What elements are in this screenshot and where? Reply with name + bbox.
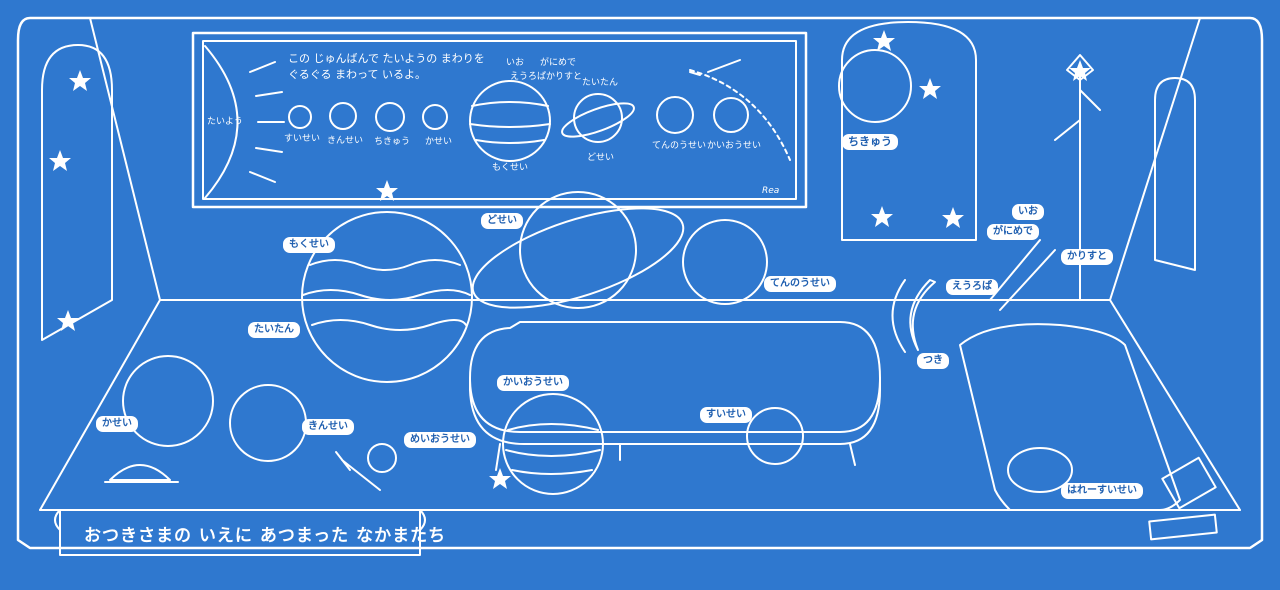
chart-label-earth: ちきゅう <box>374 137 411 147</box>
chart-label-saturn: どせい <box>587 153 615 163</box>
chart-caption-line2: ぐるぐる まわって いるよ。 <box>288 68 427 81</box>
chart-label-io: いお <box>506 58 525 68</box>
chart-label-mars: かせい <box>425 137 453 147</box>
chart-caption-line1: この じゅんばんで たいようの まわりを <box>288 52 485 65</box>
tag-ganymede: がにめで <box>987 224 1039 240</box>
chart-signature: Rea <box>762 186 780 196</box>
chart-label-venus: きんせい <box>327 136 364 146</box>
tag-meiousei: めいおうせい <box>404 432 476 448</box>
tag-neptune: かいおうせい <box>497 375 569 391</box>
chart-label-ganymede: がにめで <box>540 58 577 68</box>
chart-label-mercury: すいせい <box>284 134 321 144</box>
tag-mercury: すいせい <box>700 407 752 423</box>
chart-label-neptune: かいおうせい <box>707 141 762 151</box>
chart-label-sun: たいよう <box>207 117 243 127</box>
tag-saturn: どせい <box>481 213 523 229</box>
chart-label-callisto: かりすと <box>546 72 583 82</box>
banner-title: おつきさまの いえに あつまった なかまたち <box>84 526 447 546</box>
tag-earth: ちきゅう <box>842 134 898 150</box>
tag-moon: つき <box>917 353 949 369</box>
tag-jupiter: もくせい <box>283 237 335 253</box>
chart-label-europa: えうろぱ <box>510 72 547 82</box>
tag-uranus: てんのうせい <box>764 276 836 292</box>
tag-titan: たいたん <box>248 322 300 338</box>
chart-label-titan: たいたん <box>582 78 619 88</box>
chart-label-jupiter: もくせい <box>492 163 529 173</box>
chart-label-uranus: てんのうせい <box>652 141 707 151</box>
tag-io: いお <box>1012 204 1044 220</box>
tag-mars: かせい <box>96 416 138 432</box>
tag-comet: はれーすいせい <box>1061 483 1143 499</box>
tag-venus: きんせい <box>302 419 354 435</box>
tag-callisto: かりすと <box>1061 249 1113 265</box>
tag-europa: えうろぱ <box>946 279 998 295</box>
